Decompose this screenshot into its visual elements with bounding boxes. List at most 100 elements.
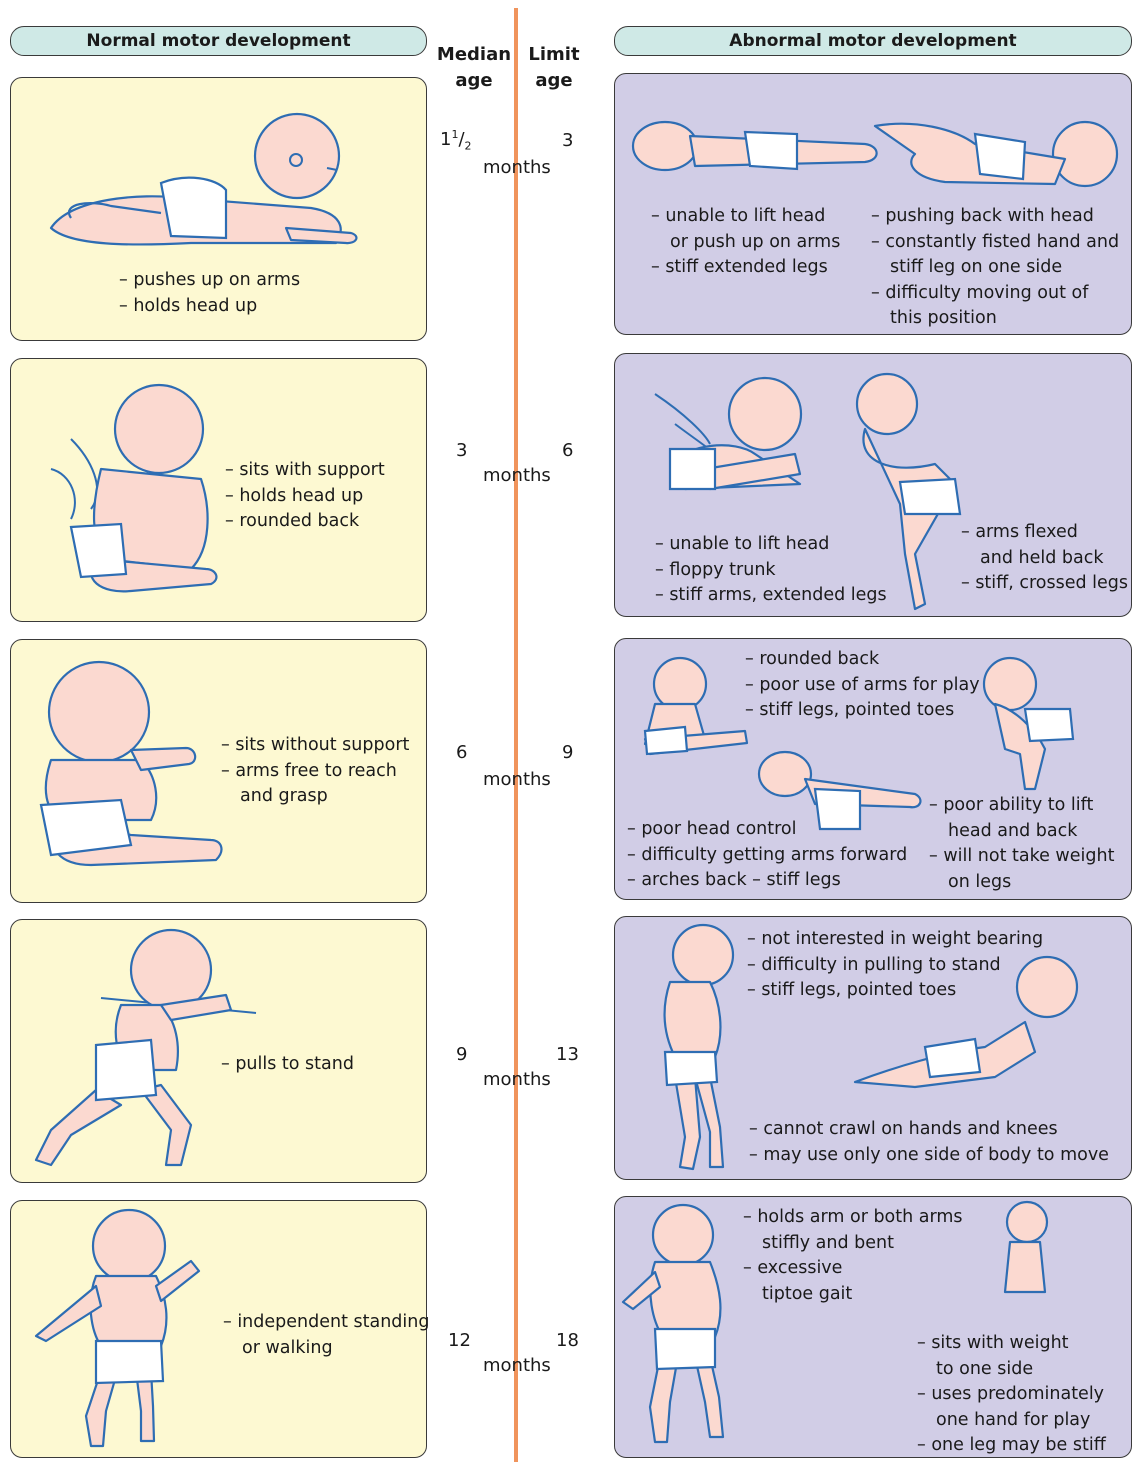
abnormal-line: – one leg may be stiff [917,1435,1106,1455]
limit-age-header: Limit age [522,42,586,94]
months-label-3: months [483,769,551,790]
abnormal-desc-1-right: – pushing back with head – constantly fi… [871,204,1119,332]
abnormal-line: on legs [948,871,1012,892]
months-label-1: months [483,157,551,178]
limit-age-5: 18 [556,1330,579,1351]
limit-header-line1: Limit [528,44,580,65]
median-age-3: 6 [456,742,468,763]
median-age-4: 9 [456,1044,468,1065]
abnormal-desc-3-top: – rounded back – poor use of arms for pl… [745,647,980,724]
abnormal-line: – difficulty in pulling to stand [747,954,1001,975]
median-age-1: 11/2 [440,128,472,153]
abnormal-line: – pushing back with head [871,206,1094,226]
abnormal-line: – stiff extended legs [651,257,828,277]
abnormal-line: – uses predominately [917,1384,1105,1404]
age-timeline [514,8,518,1462]
abnormal-line: – unable to lift head [655,534,830,554]
months-label-5: months [483,1355,551,1376]
abnormal-panel-2: – unable to lift head – floppy trunk – s… [614,353,1132,617]
abnormal-desc-3-right: – poor ability to lift head and back – w… [929,793,1114,895]
limit-age-1: 3 [562,130,574,151]
abnormal-desc-1-left: – unable to lift head or push up on arms… [651,204,840,281]
median-age-5: 12 [448,1330,471,1351]
baby-prone-pushing-up-illustration [49,112,358,246]
median-header-line2: age [455,70,493,91]
normal-panel-3: – sits without support – arms free to re… [10,639,427,903]
abnormal-desc-4-bottom: – cannot crawl on hands and knees – may … [749,1117,1109,1168]
baby-sitting-with-support-illustration [50,383,218,593]
abnormal-desc-5-right: – sits with weight to one side – uses pr… [917,1331,1106,1459]
normal-line: – arms free to reach [221,760,397,781]
median-numerator: 1 [451,128,459,141]
abnormal-line: – poor use of arms for play [745,674,980,695]
normal-line: – sits with support [225,460,385,480]
normal-line: – holds head up [225,485,364,506]
abnormal-line: tiptoe gait [762,1283,853,1304]
abnormal-line: – will not take weight [929,846,1115,866]
abnormal-line: – stiff legs, pointed toes [745,700,955,720]
normal-line: – independent standing [223,1312,430,1332]
normal-panel-2: – sits with support – holds head up – ro… [10,358,427,622]
median-age-2: 3 [456,440,468,461]
abnormal-line: – stiff arms, extended legs [655,585,887,605]
abnormal-prone-illustrations [631,120,1119,188]
normal-line: – rounded back [225,511,360,531]
abnormal-line: – arms flexed [961,522,1078,542]
limit-age-4: 13 [556,1044,579,1065]
normal-line: – sits without support [221,735,410,755]
abnormal-line: this position [890,308,997,328]
normal-desc-4: – pulls to stand [221,1052,354,1078]
abnormal-line: – difficulty getting arms forward [627,844,908,865]
abnormal-line: or push up on arms [670,231,841,252]
abnormal-panel-1: – unable to lift head or push up on arms… [614,73,1132,335]
abnormal-line: stiffly and bent [762,1232,894,1253]
abnormal-line: – poor head control [627,819,797,839]
abnormal-line: – rounded back [745,649,880,669]
abnormal-header-label: Abnormal motor development [729,31,1017,51]
normal-line: – pushes up on arms [119,270,301,290]
abnormal-line: – floppy trunk [655,559,776,580]
abnormal-line: – excessive [743,1258,843,1278]
abnormal-line: – constantly fisted hand and [871,231,1120,252]
abnormal-desc-5-top: – holds arm or both arms stiffly and ben… [743,1205,963,1307]
abnormal-line: head and back [948,820,1078,841]
normal-line: and grasp [240,786,328,806]
abnormal-line: – arches back – stiff legs [627,870,841,890]
normal-desc-1: – pushes up on arms – holds head up [119,268,300,319]
normal-development-header: Normal motor development [10,26,427,56]
abnormal-desc-2-right: – arms flexed and held back – stiff, cro… [961,520,1128,597]
abnormal-sitting-illustrations [654,372,962,611]
normal-line: – holds head up [119,295,258,316]
limit-header-line2: age [535,70,573,91]
normal-panel-1: – pushes up on arms – holds head up [10,77,427,341]
limit-age-3: 9 [562,742,574,763]
abnormal-line: to one side [936,1358,1034,1379]
normal-desc-2: – sits with support – holds head up – ro… [225,458,385,535]
abnormal-standing-crawling-illustrations [663,923,1079,1171]
abnormal-desc-4-top: – not interested in weight bearing – dif… [747,927,1043,1004]
months-label-4: months [483,1069,551,1090]
normal-line: or walking [242,1337,333,1358]
abnormal-line: – may use only one side of body to move [749,1144,1109,1165]
normal-panel-4: – pulls to stand [10,919,427,1183]
median-denominator: 2 [464,139,472,153]
abnormal-gait-sitting-illustrations [621,1200,1049,1444]
abnormal-line: – unable to lift head [651,206,826,226]
abnormal-line: – sits with weight [917,1333,1069,1353]
abnormal-head-control-illustrations [643,656,1075,831]
abnormal-line: stiff leg on one side [890,257,1063,277]
median-age-header: Median age [436,42,512,94]
baby-pulling-to-stand-illustration [34,928,257,1167]
normal-desc-5: – independent standing or walking [223,1310,429,1361]
limit-age-2: 6 [562,440,574,461]
abnormal-line: – difficulty moving out of [871,282,1089,303]
abnormal-line: – poor ability to lift [929,795,1094,815]
abnormal-line: – stiff legs, pointed toes [747,980,957,1000]
normal-panel-5: – independent standing or walking [10,1200,429,1458]
abnormal-desc-3-left: – poor head control – difficulty getting… [627,817,907,894]
abnormal-line: – cannot crawl on hands and knees [749,1119,1058,1139]
abnormal-line: one hand for play [936,1409,1091,1430]
abnormal-panel-3: – rounded back – poor use of arms for pl… [614,638,1132,900]
normal-header-label: Normal motor development [86,31,351,51]
abnormal-panel-5: – holds arm or both arms stiffly and ben… [614,1196,1132,1458]
